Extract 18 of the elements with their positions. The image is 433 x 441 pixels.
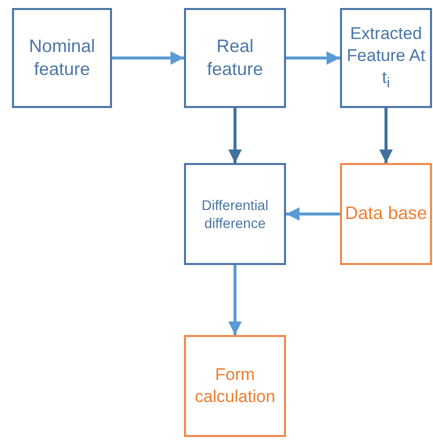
box-label: Form calculation [194,364,276,408]
box-label: Data base [344,202,428,226]
box-label: Real feature [206,34,264,81]
process-box [340,8,432,108]
arrow [228,108,242,163]
box-label: Differential difference [200,196,270,232]
box-label: Nominal feature [28,34,96,81]
process-box [340,163,432,265]
process-box [184,335,286,437]
process-box [184,163,286,265]
process-box [12,8,112,108]
arrow [286,207,340,221]
box-label: Extracted Feature At t$_{i}$ [346,23,426,93]
arrow [286,51,340,65]
process-box [184,8,286,108]
arrow [228,265,242,335]
arrow [379,108,393,163]
arrow [112,51,184,65]
